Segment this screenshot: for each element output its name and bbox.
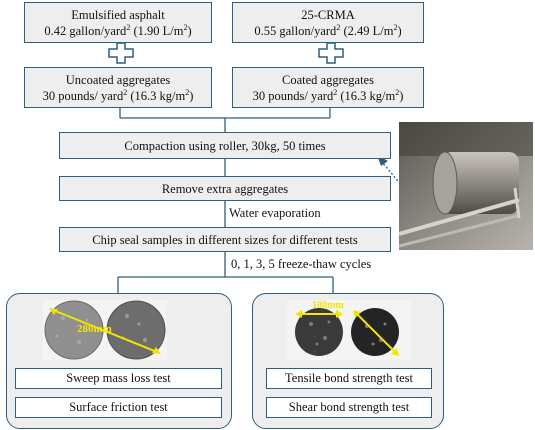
large-sample-photo: [43, 300, 167, 360]
small-sample-dimension: 100mm: [312, 300, 344, 311]
remove-aggregates-label: Remove extra aggregates: [161, 181, 289, 196]
coated-aggregates-rate: 30 pounds/ yard2 (16.3 kg/m2): [252, 87, 404, 103]
compaction-box: Compaction using roller, 30kg, 50 times: [59, 132, 391, 159]
roller-photo: [399, 122, 533, 250]
compaction-label: Compaction using roller, 30kg, 50 times: [124, 138, 326, 153]
shear-bond-box: Shear bond strength test: [266, 397, 432, 418]
tensile-bond-label: Tensile bond strength test: [285, 371, 413, 385]
coated-aggregates-box: Coated aggregates 30 pounds/ yard2 (16.3…: [232, 67, 424, 108]
crma-rate: 0.55 gallon/yard2 (2.49 L/m2): [254, 22, 402, 38]
tensile-bond-box: Tensile bond strength test: [266, 368, 432, 389]
emulsified-asphalt-rate: 0.42 gallon/yard2 (1.90 L/m2): [44, 22, 192, 38]
chip-seal-samples-label: Chip seal samples in different sizes for…: [92, 232, 358, 247]
plus-icon-right: [318, 42, 344, 64]
surface-friction-label: Surface friction test: [69, 400, 168, 414]
uncoated-aggregates-title: Uncoated aggregates: [65, 72, 171, 87]
uncoated-aggregates-rate: 30 pounds/ yard2 (16.3 kg/m2): [42, 87, 194, 103]
plus-icon-left: [108, 42, 134, 64]
surface-friction-box: Surface friction test: [15, 397, 222, 418]
coated-aggregates-title: Coated aggregates: [282, 72, 374, 87]
sweep-mass-loss-label: Sweep mass loss test: [66, 371, 171, 385]
dotted-arrow-line: [381, 161, 409, 194]
chip-seal-samples-box: Chip seal samples in different sizes for…: [59, 227, 391, 252]
crma-box: 25-CRMA 0.55 gallon/yard2 (2.49 L/m2): [232, 2, 424, 43]
small-sample-photo: [287, 300, 411, 360]
uncoated-aggregates-box: Uncoated aggregates 30 pounds/ yard2 (16…: [24, 67, 212, 108]
emulsified-asphalt-title: Emulsified asphalt: [71, 7, 165, 22]
large-sample-dimension: 280mm: [77, 323, 112, 335]
shear-bond-label: Shear bond strength test: [288, 400, 410, 414]
sweep-mass-loss-box: Sweep mass loss test: [15, 368, 222, 389]
freeze-thaw-label: 0, 1, 3, 5 freeze-thaw cycles: [231, 257, 372, 271]
remove-aggregates-box: Remove extra aggregates: [59, 176, 391, 201]
water-evaporation-label: Water evaporation: [229, 206, 321, 220]
crma-title: 25-CRMA: [301, 7, 355, 22]
emulsified-asphalt-box: Emulsified asphalt 0.42 gallon/yard2 (1.…: [24, 2, 212, 43]
